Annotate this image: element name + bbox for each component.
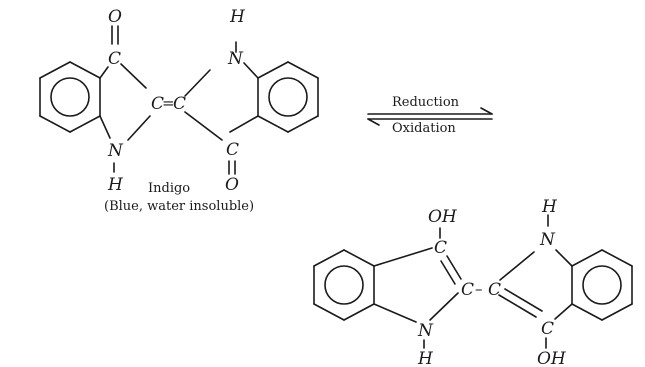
indigo-top-carbon: C — [108, 49, 121, 69]
reduction-label: Reduction — [392, 95, 460, 110]
leuco-bottom-hydroxyl: OH — [537, 349, 567, 367]
indigo-bonds — [99, 25, 259, 175]
indigo-hydrogen-bottom: H — [107, 175, 124, 195]
leuco-top-carbon: C — [434, 238, 447, 258]
leuco-central-carbon-right: C — [488, 280, 501, 300]
leuco-right-benzene-ring — [571, 249, 633, 321]
equilibrium-arrows — [367, 107, 493, 126]
indigo-structure: O C H N C = C N H C O — [39, 7, 319, 195]
indigo-bottom-oxygen: O — [225, 175, 239, 195]
leuco-hydrogen-top: H — [541, 197, 558, 217]
leuco-single-bond: – — [475, 280, 483, 298]
leuco-indigo-structure: OH C H N C – C N H C OH — [313, 197, 633, 367]
leuco-top-hydroxyl: OH — [428, 207, 458, 227]
indigo-bottom-carbon: C — [226, 140, 239, 160]
indigo-right-benzene-ring — [257, 61, 319, 133]
indigo-nitrogen-bottom: N — [107, 141, 124, 161]
leuco-central-carbon-left: C — [461, 280, 474, 300]
indigo-left-benzene-ring — [39, 61, 101, 133]
indigo-hydrogen-top: H — [229, 7, 246, 27]
leuco-bonds — [373, 214, 573, 349]
indigo-name-label: Indigo — [148, 181, 191, 196]
leuco-nitrogen-bottom: N — [417, 321, 434, 341]
indigo-description-label: (Blue, water insoluble) — [104, 199, 255, 214]
oxidation-label: Oxidation — [392, 121, 456, 136]
leuco-hydrogen-bottom: H — [417, 349, 434, 367]
indigo-nitrogen-top: N — [227, 49, 244, 69]
leuco-left-benzene-ring — [313, 249, 375, 321]
indigo-central-carbon-left: C — [151, 94, 164, 114]
leuco-bottom-carbon: C — [541, 319, 554, 339]
indigo-top-oxygen: O — [108, 7, 122, 27]
leuco-nitrogen-top: N — [539, 230, 556, 250]
indigo-double-bond: = — [162, 94, 175, 112]
indigo-central-carbon-right: C — [173, 94, 186, 114]
